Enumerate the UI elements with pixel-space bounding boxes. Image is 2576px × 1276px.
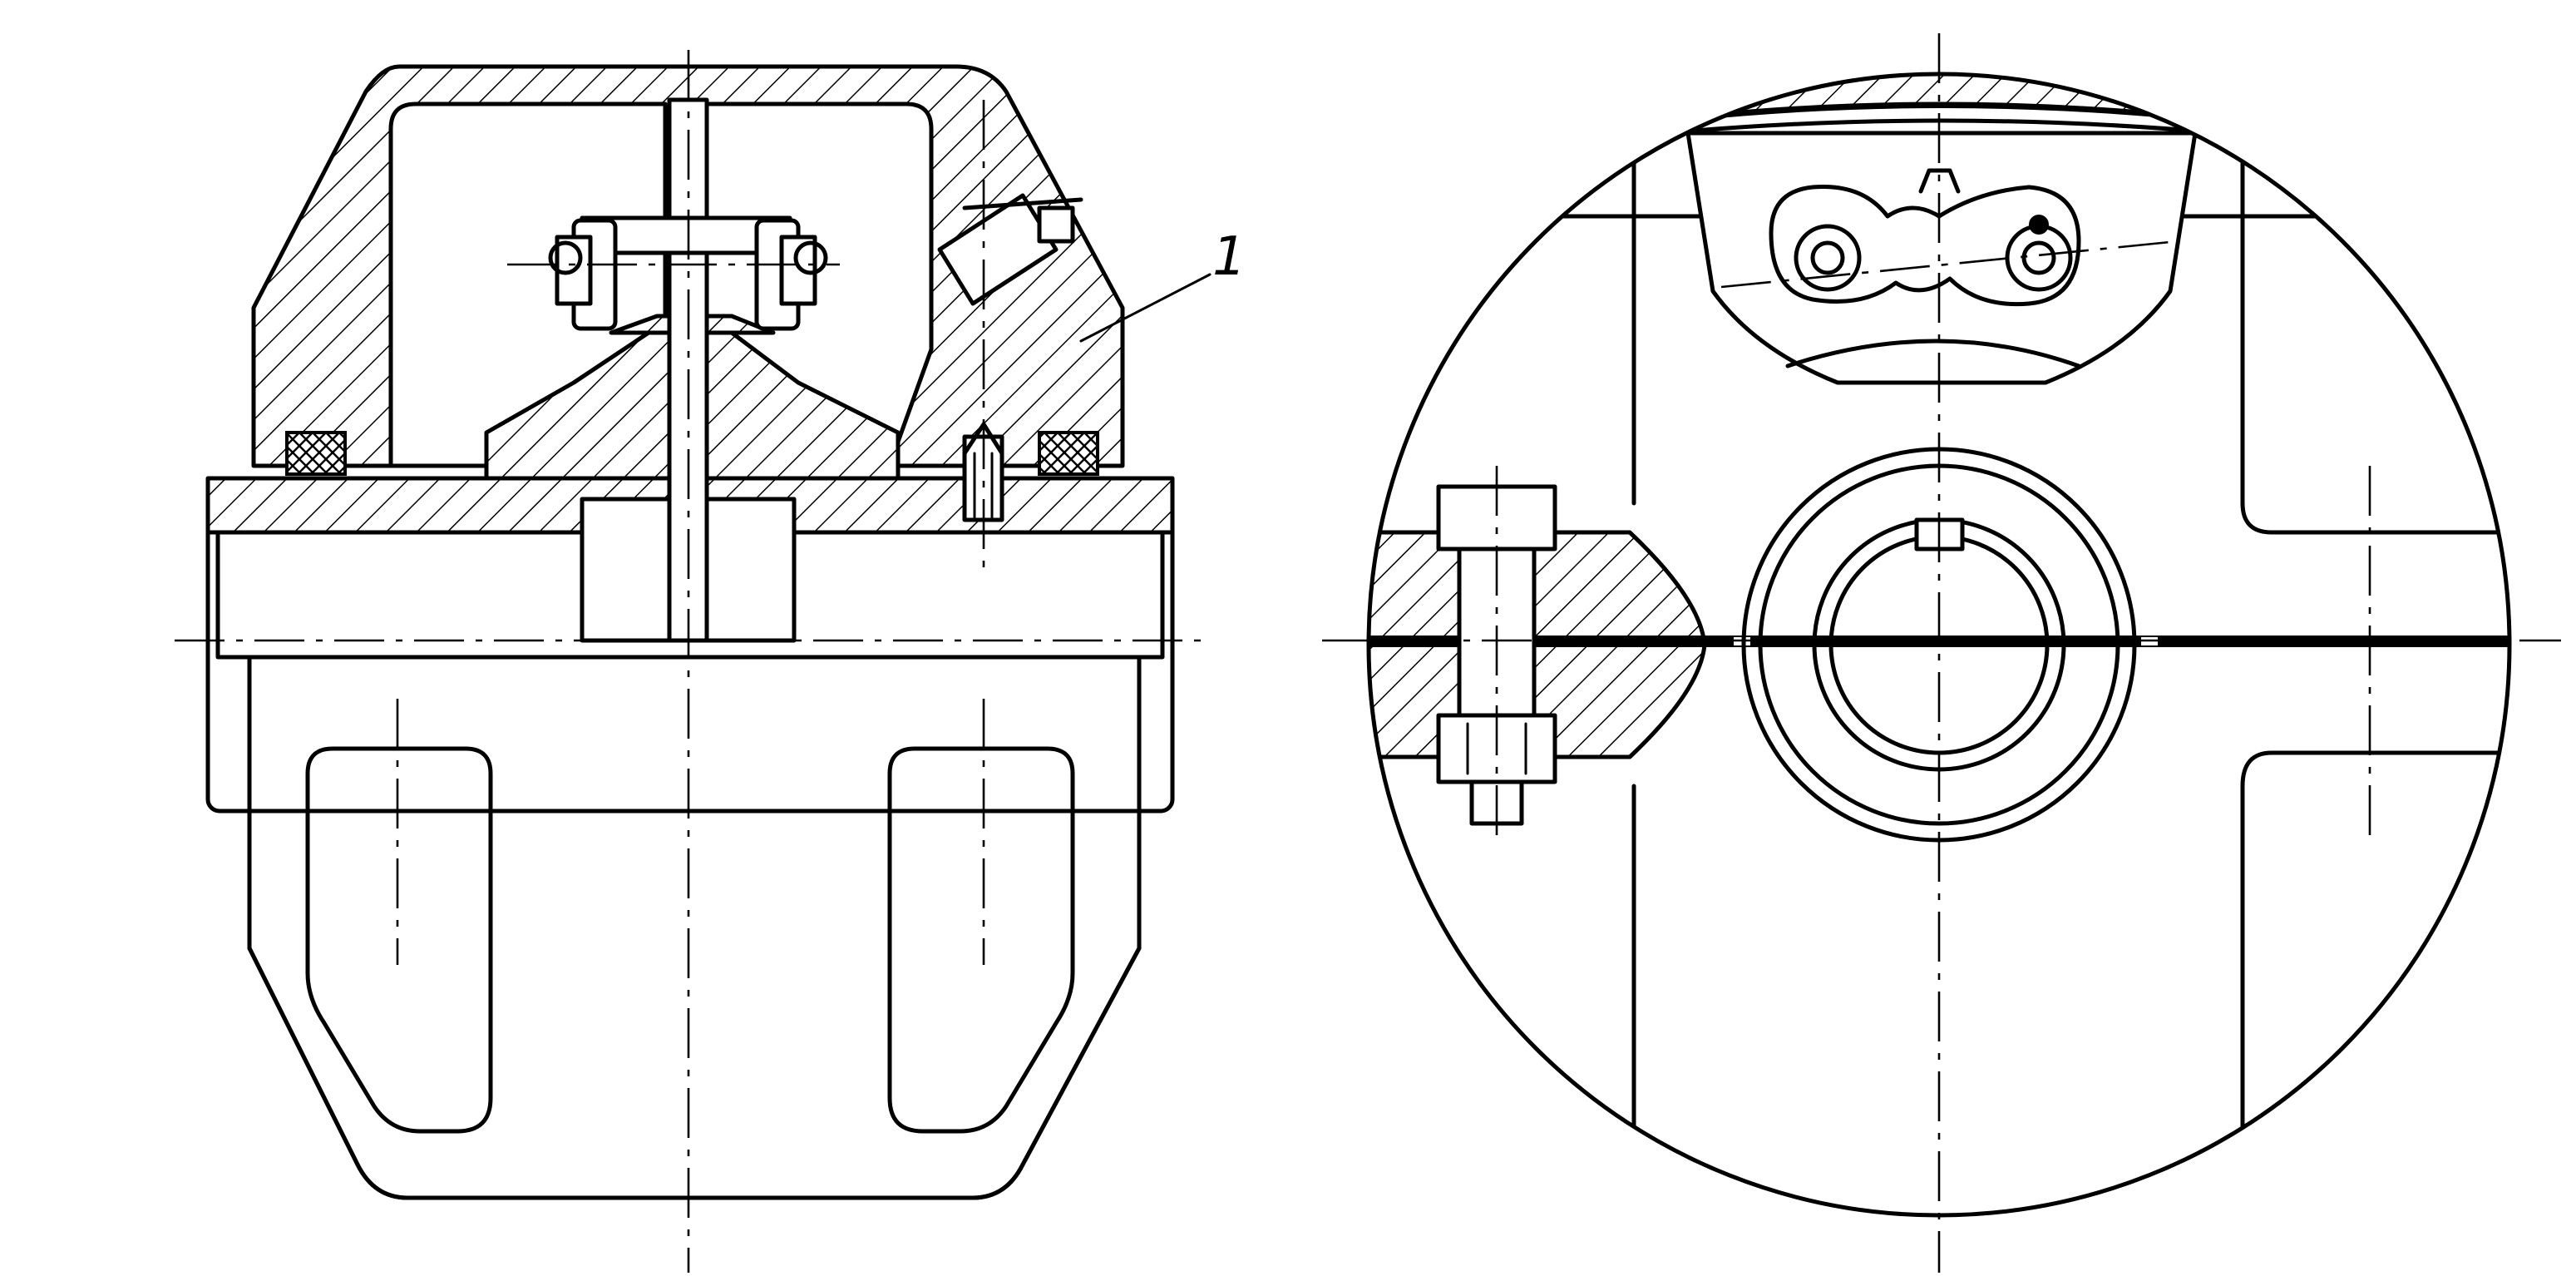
window-slot-left [305,746,493,1134]
centerline-chain [1720,240,2179,289]
callout-leader [1079,273,1212,343]
drum-lower-body-overlay [247,655,1142,1200]
pin-link-assembly [548,215,828,331]
window-slot-right [887,746,1075,1134]
web-right-rounded-top [2240,501,2509,535]
front-section-view: 1 [175,50,1246,1273]
end-view [1322,33,2561,1273]
callout-label-1: 1 [1212,226,1246,288]
web-right-rounded-bottom [2240,750,2509,789]
chain-window-arc [1785,339,2081,368]
seal-left [285,431,347,476]
seal-right [1038,431,1099,476]
